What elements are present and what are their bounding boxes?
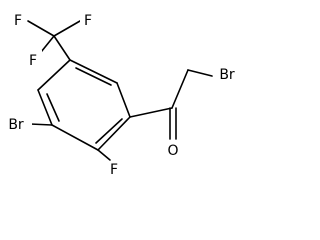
- atom-br-chain-label: Br: [219, 67, 235, 83]
- atom-f1-label: F: [14, 13, 22, 29]
- atom-f2-label: F: [84, 13, 92, 29]
- bond-c-f1: [27, 20, 55, 37]
- ring-double-3: [46, 93, 60, 122]
- bond-cf3-ring: [53, 35, 71, 61]
- atom-labels: F F F Br F O Br: [2, 12, 243, 179]
- atom-f3-label: F: [29, 53, 37, 69]
- bond-ring-br: [29, 123, 53, 126]
- molecule-svg: F F F Br F O Br: [2, 12, 243, 179]
- atom-o-label: O: [167, 143, 178, 159]
- bonds: [27, 20, 213, 161]
- ring-bond-3: [97, 116, 131, 151]
- structure-diagram: F F F Br F O Br: [2, 12, 243, 179]
- bond-c-f2: [53, 20, 81, 37]
- bond-ring-carbonyl: [129, 107, 173, 118]
- ring-bond-6: [37, 59, 71, 91]
- ring-bond-4: [51, 124, 99, 151]
- ring-bond-5: [37, 89, 53, 126]
- ring-bond-2: [116, 82, 131, 118]
- atom-br-ring-label: Br: [8, 117, 24, 133]
- ring-bond-1: [69, 59, 118, 84]
- ring-double-1: [75, 67, 112, 86]
- ring-double-2: [95, 118, 123, 144]
- bond-ring-f: [97, 149, 111, 161]
- bond-carbonyl-ch2: [171, 69, 189, 109]
- atom-f-ring-label: F: [110, 162, 118, 178]
- bond-ch2-br: [187, 69, 213, 77]
